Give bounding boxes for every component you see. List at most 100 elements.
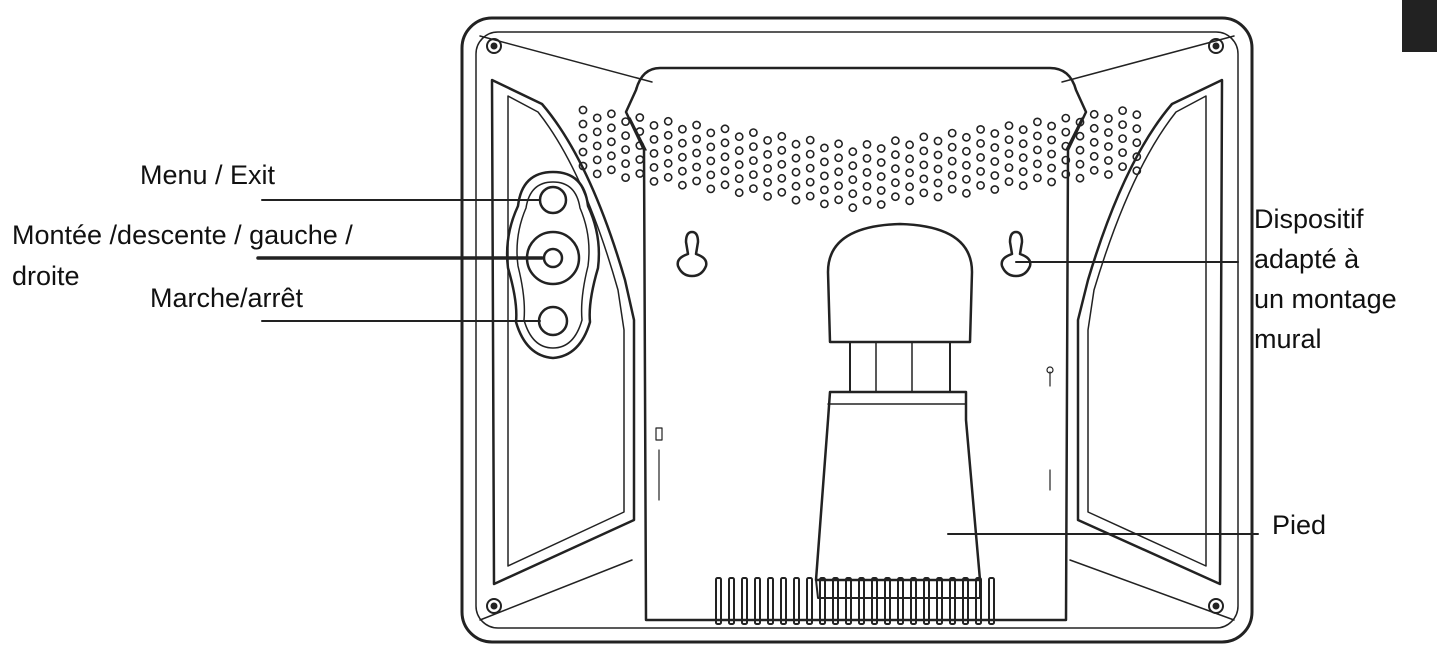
vent-hole bbox=[1104, 156, 1113, 165]
vent-hole bbox=[720, 166, 730, 176]
vent-hole bbox=[635, 141, 645, 150]
vent-slot bbox=[988, 577, 995, 625]
vent-hole bbox=[1118, 120, 1127, 129]
vent-hole bbox=[1018, 153, 1028, 163]
vent-hole bbox=[635, 113, 645, 122]
vent-hole bbox=[1104, 128, 1113, 137]
vent-hole bbox=[805, 135, 815, 145]
leader-lines bbox=[256, 199, 1259, 535]
vent-hole bbox=[678, 180, 687, 190]
ventilation-holes bbox=[578, 105, 1142, 213]
vent-hole bbox=[706, 156, 716, 166]
vent-hole bbox=[1033, 173, 1042, 183]
vent-hole bbox=[805, 177, 815, 187]
vent-hole bbox=[734, 132, 744, 142]
center-panel-step bbox=[629, 117, 1083, 151]
vent-hole bbox=[592, 113, 602, 123]
vent-hole bbox=[1047, 135, 1056, 145]
vent-hole bbox=[1089, 123, 1099, 133]
vent-hole bbox=[635, 127, 645, 136]
vent-hole bbox=[763, 191, 772, 201]
vent-hole bbox=[578, 161, 588, 171]
vent-slot bbox=[767, 577, 774, 625]
vent-hole bbox=[905, 182, 914, 192]
vent-hole bbox=[1061, 113, 1071, 123]
vent-hole bbox=[990, 143, 1000, 152]
frame-bevels bbox=[479, 35, 1235, 621]
vent-hole bbox=[990, 129, 1000, 138]
vent-hole bbox=[649, 148, 659, 158]
vent-hole bbox=[891, 178, 900, 188]
vent-hole bbox=[663, 158, 673, 168]
vent-hole bbox=[962, 146, 971, 156]
vent-hole bbox=[607, 123, 616, 133]
vent-hole bbox=[947, 170, 957, 180]
vent-slot bbox=[793, 577, 800, 625]
wall-mount-keyhole-right bbox=[1000, 230, 1032, 278]
vent-slot bbox=[975, 577, 982, 625]
vent-hole bbox=[947, 156, 957, 166]
vent-hole bbox=[649, 162, 659, 172]
vent-hole bbox=[848, 189, 858, 199]
button-cluster-bezel-inner bbox=[516, 181, 590, 349]
vent-hole bbox=[791, 167, 801, 177]
vent-slot bbox=[780, 577, 787, 625]
vent-hole bbox=[720, 124, 730, 134]
vent-hole bbox=[791, 195, 801, 205]
vent-hole bbox=[862, 167, 872, 177]
vent-hole bbox=[607, 109, 616, 119]
vent-hole bbox=[663, 116, 673, 126]
vent-hole bbox=[976, 152, 985, 162]
vent-hole bbox=[905, 140, 914, 150]
wall-mount-keyhole-left bbox=[676, 230, 708, 278]
vent-hole bbox=[692, 120, 701, 130]
vent-hole bbox=[933, 192, 943, 202]
vent-hole bbox=[1118, 134, 1127, 143]
label-stand: Pied bbox=[1272, 510, 1327, 540]
vent-hole bbox=[1075, 159, 1085, 169]
vent-hole bbox=[834, 181, 843, 191]
label-menu-exit: Menu / Exit bbox=[140, 160, 276, 190]
vent-hole bbox=[763, 135, 772, 145]
vent-hole bbox=[1018, 181, 1028, 191]
vent-hole bbox=[1089, 109, 1099, 119]
vent-hole bbox=[1004, 163, 1014, 172]
vent-hole bbox=[1132, 138, 1142, 148]
vent-hole bbox=[578, 133, 588, 143]
vent-hole bbox=[848, 147, 858, 157]
vent-hole bbox=[763, 163, 772, 173]
vent-hole bbox=[876, 172, 886, 181]
label-wall-mount-line4: mural bbox=[1254, 324, 1322, 354]
vent-slot bbox=[845, 577, 852, 625]
vent-hole bbox=[635, 155, 645, 164]
vent-hole bbox=[876, 186, 886, 195]
center-panel bbox=[624, 66, 1088, 622]
vent-hole bbox=[1061, 169, 1071, 179]
vent-hole bbox=[933, 164, 943, 174]
vent-slot bbox=[936, 577, 943, 625]
vent-hole bbox=[805, 191, 815, 201]
vent-hole bbox=[1075, 131, 1085, 141]
vent-hole bbox=[1132, 110, 1142, 120]
vent-hole bbox=[734, 188, 744, 198]
vent-hole bbox=[649, 121, 659, 130]
vent-hole bbox=[791, 181, 801, 191]
vent-hole bbox=[791, 139, 801, 149]
vent-slot bbox=[910, 577, 917, 625]
button-cluster-bezel bbox=[505, 170, 601, 360]
vent-hole bbox=[763, 177, 772, 187]
vent-hole bbox=[763, 149, 772, 159]
vent-slot bbox=[858, 577, 865, 625]
vent-hole bbox=[734, 174, 744, 184]
menu-exit-button bbox=[538, 185, 568, 215]
vent-hole bbox=[1033, 145, 1042, 155]
vent-hole bbox=[749, 184, 758, 193]
vent-slot bbox=[949, 577, 956, 625]
vent-hole bbox=[592, 141, 602, 151]
vent-hole bbox=[692, 148, 701, 158]
vent-hole bbox=[976, 180, 985, 190]
vent-hole bbox=[607, 151, 616, 161]
vent-hole bbox=[976, 166, 985, 176]
vent-hole bbox=[692, 162, 701, 172]
